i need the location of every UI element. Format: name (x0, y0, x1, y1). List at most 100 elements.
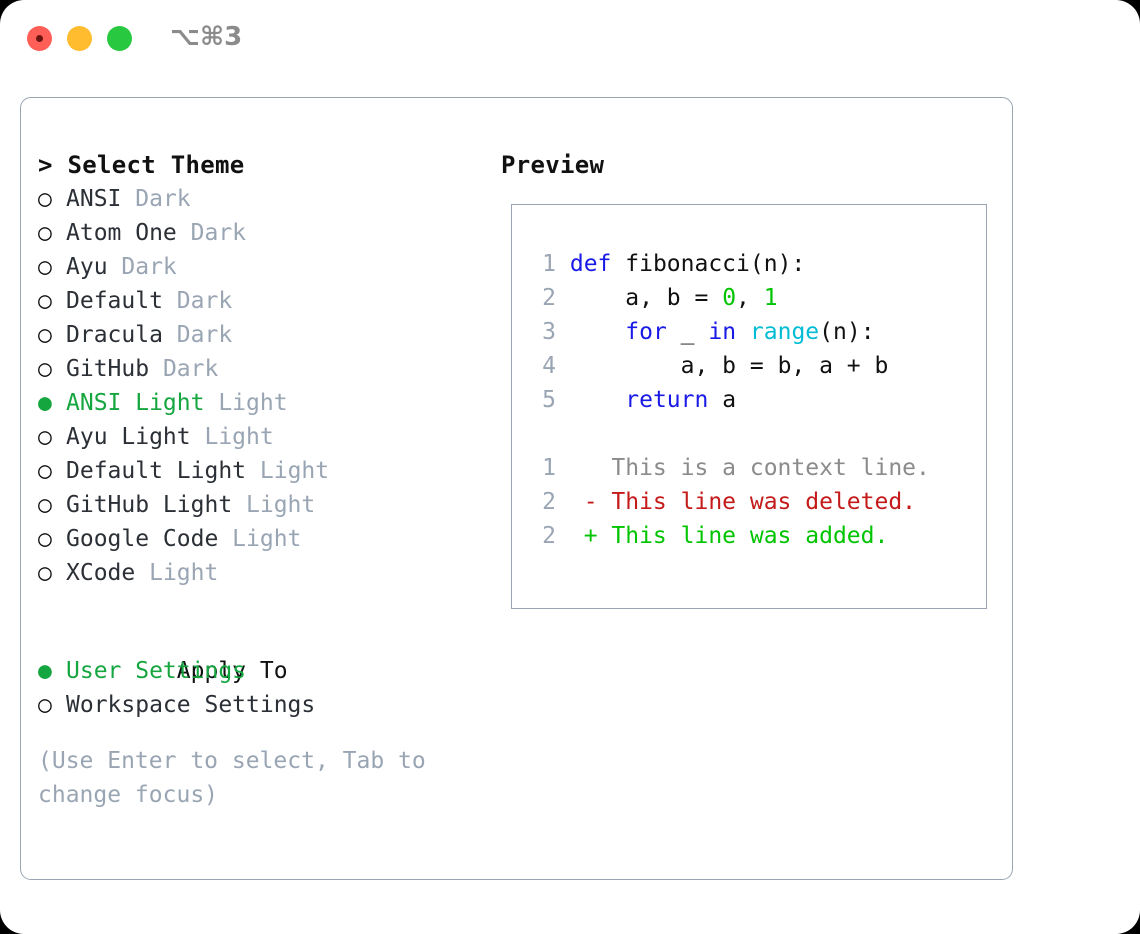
minimize-button-icon[interactable] (67, 26, 92, 51)
theme-list-item[interactable]: ○ Ayu Dark (38, 250, 478, 284)
radio-unselected-icon[interactable]: ○ (38, 526, 52, 552)
theme-name-label: ANSI (66, 186, 136, 212)
radio-selected-icon[interactable]: ● (38, 390, 52, 416)
diff-line: 2 - This line was deleted. (526, 485, 930, 519)
theme-list-item[interactable]: ○ Ayu Light Light (38, 420, 478, 454)
code-token-keyword: in (708, 319, 737, 345)
traffic-lights (27, 26, 132, 51)
theme-name-label: Default (66, 288, 177, 314)
theme-category-label: Dark (176, 322, 233, 348)
code-token-number: 0 (722, 285, 737, 311)
theme-name-label: GitHub Light (66, 492, 247, 518)
radio-unselected-icon[interactable]: ○ (38, 254, 52, 280)
theme-category-label: Light (246, 492, 316, 518)
select-theme-header: > Select Theme (38, 151, 245, 179)
keyboard-hint-text: (Use Enter to select, Tab to change focu… (38, 748, 426, 808)
theme-category-label: Dark (190, 220, 247, 246)
preview-title: Preview (501, 151, 605, 179)
radio-unselected-icon[interactable]: ○ (38, 356, 52, 382)
theme-category-label: Light (149, 560, 219, 586)
theme-name-label: Ayu Light (66, 424, 205, 450)
code-line: 4 a, b = b, a + b (526, 349, 930, 383)
code-diff-separator (526, 417, 930, 451)
theme-list: ○ANSI Dark○Atom One Dark○Ayu Dark○Defaul… (38, 182, 478, 590)
diff-line: 1 This is a context line. (526, 451, 930, 485)
theme-list-item[interactable]: ○ Default Dark (38, 284, 478, 318)
theme-list-item[interactable]: ○ANSI Dark (38, 182, 478, 216)
apply-to-header-label: Apply To (176, 658, 288, 684)
code-token-text (570, 319, 625, 345)
code-token-text: , (736, 285, 764, 311)
theme-list-item[interactable]: ○ GitHub Light Light (38, 488, 478, 522)
diff-marker: + (556, 523, 612, 549)
line-number: 2 (542, 489, 556, 515)
radio-unselected-icon[interactable]: ○ (38, 424, 52, 450)
apply-to-option-label: User Settings (66, 658, 247, 684)
radio-unselected-icon[interactable]: ○ (38, 186, 52, 212)
diff-line-text: This line was deleted. (611, 489, 917, 515)
radio-unselected-icon[interactable]: ○ (38, 560, 52, 586)
diff-marker: - (556, 489, 612, 515)
code-token-text: _ (666, 319, 709, 345)
line-number: 1 (542, 455, 556, 481)
theme-list-item[interactable]: ○Atom One Dark (38, 216, 478, 250)
theme-category-label: Dark (162, 356, 219, 382)
theme-category-label: Light (218, 390, 288, 416)
theme-list-item[interactable]: ○ Dracula Dark (38, 318, 478, 352)
diff-line-text: This line was added. (611, 523, 889, 549)
line-number: 1 (542, 251, 556, 277)
code-token-keyword: def (569, 251, 612, 277)
theme-category-label: Dark (176, 288, 233, 314)
code-token-text: a (708, 387, 737, 413)
apply-to-header: Apply To (38, 620, 478, 684)
diff-marker (556, 455, 611, 481)
radio-unselected-icon[interactable]: ○ (38, 220, 52, 246)
theme-category-label: Light (259, 458, 330, 484)
line-number: 3 (542, 319, 556, 345)
theme-list-item[interactable]: ○ GitHub Dark (38, 352, 478, 386)
keyboard-shortcut-label: ⌥⌘3 (170, 22, 243, 52)
code-token-number: 1 (763, 285, 778, 311)
radio-unselected-icon[interactable]: ○ (38, 492, 52, 518)
radio-unselected-icon[interactable]: ○ (38, 458, 52, 484)
close-button-icon[interactable] (27, 26, 52, 51)
code-token-text (570, 387, 625, 413)
apply-to-option[interactable]: ● User Settings (38, 654, 478, 688)
radio-unselected-icon[interactable]: ○ (38, 692, 52, 718)
code-line: 3 for _ in range(n): (526, 315, 930, 349)
theme-list-item[interactable]: ○ Default Light Light (38, 454, 478, 488)
code-token-keyword: return (625, 387, 709, 413)
theme-list-item[interactable]: ○ Google Code Light (38, 522, 478, 556)
main-panel: > Select Theme ○ANSI Dark○Atom One Dark○… (20, 97, 1013, 880)
theme-name-label: Default Light (66, 458, 260, 484)
code-token-function: range (749, 319, 820, 345)
zoom-button-icon[interactable] (107, 26, 132, 51)
code-token-keyword: for (625, 319, 667, 345)
code-token-text (736, 319, 750, 345)
theme-name-label: Dracula (66, 322, 177, 348)
radio-selected-icon[interactable]: ● (38, 658, 52, 684)
radio-unselected-icon[interactable]: ○ (38, 322, 52, 348)
theme-name-label: Google Code (66, 526, 233, 552)
theme-category-label: Dark (121, 254, 177, 280)
code-token-text: a, b = (569, 285, 723, 311)
diff-line-text: This is a context line. (611, 455, 930, 481)
theme-list-item[interactable]: ○ XCode Light (38, 556, 478, 590)
theme-name-label: GitHub (66, 356, 163, 382)
theme-category-label: Light (232, 526, 302, 552)
line-number: 4 (542, 353, 556, 379)
line-number: 2 (542, 523, 556, 549)
line-number: 2 (542, 285, 556, 311)
preview-column: Preview 1 def fibonacci(n):2 a, b = 0, 1… (501, 148, 1001, 609)
theme-list-item[interactable]: ●ANSI Light Light (38, 386, 478, 420)
radio-unselected-icon[interactable]: ○ (38, 288, 52, 314)
title-bar: ⌥⌘3 (0, 0, 1140, 78)
theme-name-label: Ayu (66, 254, 122, 280)
hint-spacer (38, 722, 478, 744)
apply-to-option[interactable]: ○Workspace Settings (38, 688, 478, 722)
theme-name-label: XCode (66, 560, 150, 586)
theme-category-label: Light (204, 424, 274, 450)
